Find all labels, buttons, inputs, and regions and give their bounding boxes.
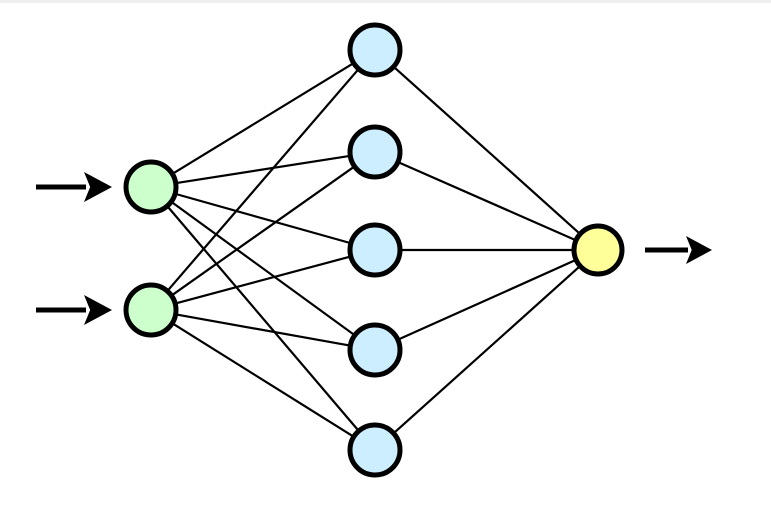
edge-i2-h4 [173,313,353,347]
input-arrow-bottom-head [84,295,112,325]
node-h5[interactable] [347,422,403,478]
node-h2[interactable] [347,124,403,180]
input-arrow-top [36,172,112,202]
edge-i2-h1 [165,67,361,293]
edge-i1-h3 [173,192,353,245]
node-i1[interactable] [123,159,179,215]
node-h4[interactable] [347,322,403,378]
edge-i1-h2 [173,154,353,185]
output-arrow-head [686,236,712,264]
edge-h4-o1 [395,258,579,342]
top-edge-strip [0,0,771,3]
nodes-group [123,22,625,478]
edge-i2-h3 [173,255,353,305]
edge-i1-h5 [165,204,361,433]
node-h1[interactable] [347,22,403,78]
node-circle-i1[interactable] [123,159,179,215]
edge-h2-o1 [395,160,579,242]
node-h3[interactable] [347,222,403,278]
node-circle-h4[interactable] [347,322,403,378]
edge-h5-o1 [391,264,582,436]
node-i2[interactable] [123,282,179,338]
node-circle-h5[interactable] [347,422,403,478]
node-circle-o1[interactable] [571,223,625,277]
edge-i1-h4 [169,200,357,337]
input-arrow-bottom [36,295,112,325]
io-arrows-group [36,172,712,325]
node-o1[interactable] [571,223,625,277]
node-circle-h3[interactable] [347,222,403,278]
edges-group [165,61,582,439]
edge-i2-h2 [169,164,357,298]
edge-i1-h1 [170,61,356,176]
output-arrow [645,236,712,264]
input-arrow-top-head [84,172,112,202]
node-circle-i2[interactable] [123,282,179,338]
edge-i2-h5 [170,321,356,439]
node-circle-h2[interactable] [347,124,403,180]
node-circle-h1[interactable] [347,22,403,78]
edge-h1-o1 [391,64,582,236]
